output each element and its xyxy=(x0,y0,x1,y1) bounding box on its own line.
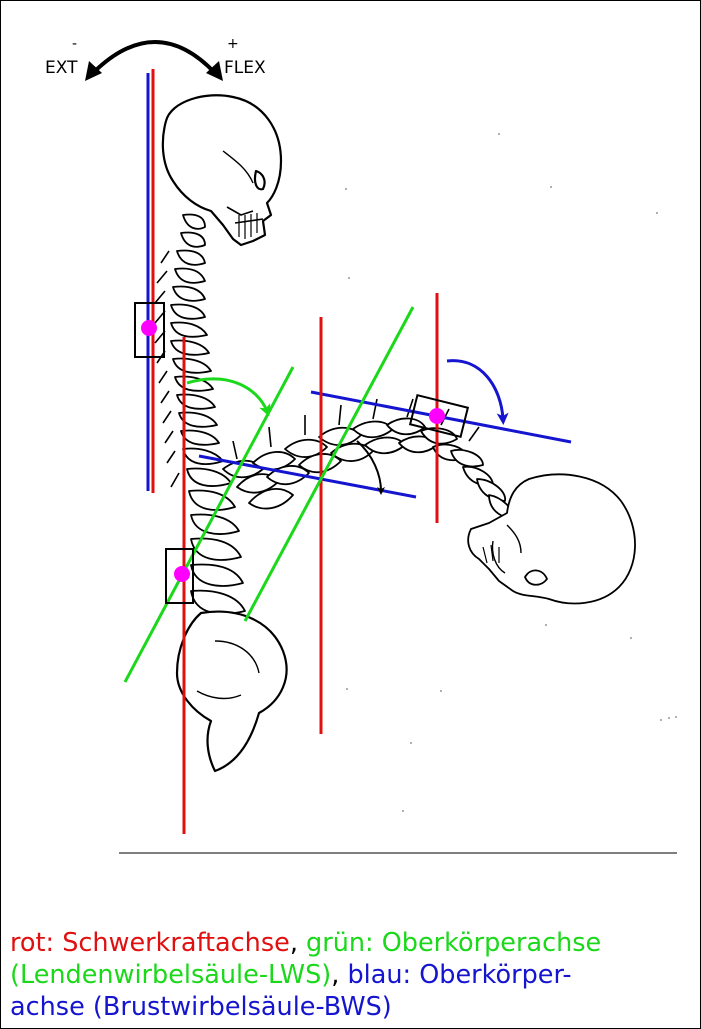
legend-caption: rot: Schwerkraftachse, grün: Oberkörpera… xyxy=(10,927,700,1023)
scan-specks xyxy=(345,133,677,812)
caption-separator-1: , xyxy=(290,928,306,958)
upright-pelvis xyxy=(177,612,287,771)
thoracic-rotation-arrow xyxy=(447,361,503,419)
caption-lumbar-axis-line2: (Lendenwirbelsäule-LWS) xyxy=(10,960,331,990)
caption-thoracic-axis-line3: achse (Brustwirbelsäule-BWS) xyxy=(10,992,392,1022)
marker-point-sacrum xyxy=(174,566,190,582)
ext-sign: - xyxy=(72,36,77,52)
caption-lumbar-axis-line1: grün: Oberkörperachse xyxy=(306,928,601,958)
flex-label: FLEX xyxy=(224,58,266,78)
marker-point-neck xyxy=(141,320,157,336)
flex-sign: + xyxy=(227,36,239,52)
caption-separator-2: , xyxy=(331,960,347,990)
upright-skull xyxy=(163,95,281,245)
rotation-arrow xyxy=(93,42,215,73)
spine-flexion-diagram: - EXT + FLEX xyxy=(1,1,700,901)
caption-thoracic-axis-line2: blau: Oberkörper- xyxy=(347,960,571,990)
caption-gravity-axis: rot: Schwerkraftachse xyxy=(10,928,290,958)
rotation-legend: - EXT + FLEX xyxy=(45,36,266,81)
ext-label: EXT xyxy=(45,58,78,78)
marker-point-flexed-neck xyxy=(429,408,445,424)
rotation-arrow-head-left xyxy=(85,61,102,81)
upright-skeleton xyxy=(155,95,287,771)
upright-vertebrae xyxy=(171,215,245,614)
